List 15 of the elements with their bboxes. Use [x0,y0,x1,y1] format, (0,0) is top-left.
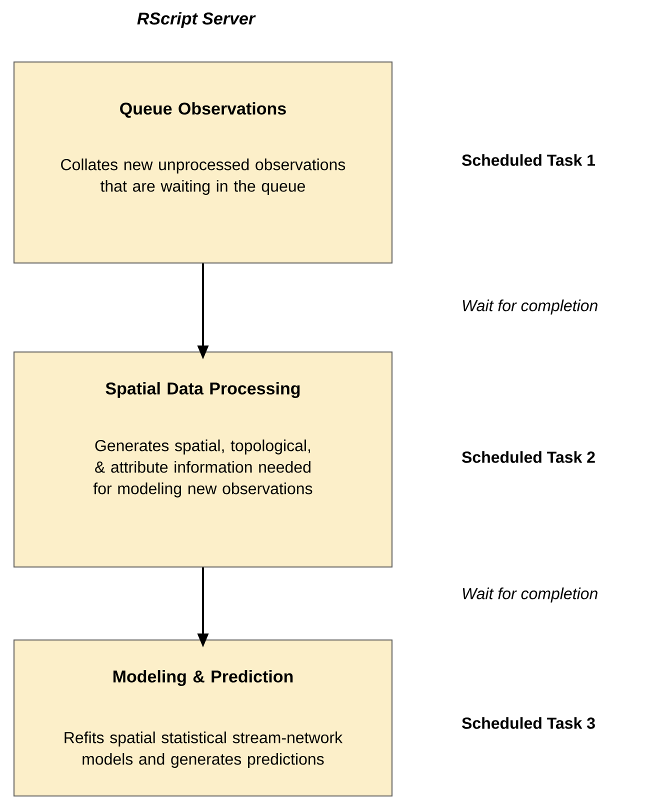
box-heading: Queue Observations [120,102,286,118]
process-box [14,640,392,796]
process-box [14,62,392,264]
task-label: Scheduled Task 2 [462,451,595,463]
wait-note: Wait for completion [462,300,598,314]
box-description: Refits spatial statistical stream-network models and generates predictions [64,732,343,768]
box-description: Generates spatial, topological, & attribute information needed for modeling new observations [93,440,312,498]
wait-note: Wait for completion [462,588,598,602]
task-label: Scheduled Task 1 [462,154,596,166]
box-heading: Spatial Data Processing [106,382,300,398]
box-description: Collates new unprocessed observations that are waiting in the queue [61,158,346,195]
title: RScript Server [137,12,256,28]
task-label: Scheduled Task 3 [462,717,595,729]
box-heading: Modeling & Prediction [113,670,293,686]
process-box [14,352,392,568]
